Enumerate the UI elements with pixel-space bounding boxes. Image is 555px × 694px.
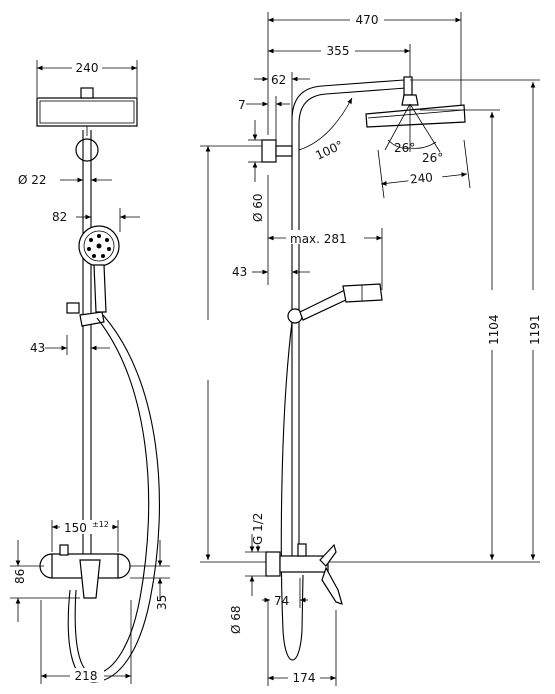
mixer-side	[265, 543, 343, 605]
hand-shower-reach-label: max. 281	[290, 232, 347, 246]
hand-shower-offset-label: 82	[52, 210, 67, 224]
front-holder-offset-label: 43	[30, 341, 45, 355]
bracket-diameter-label: Ø 60	[251, 193, 265, 222]
mixer-projection-label: 174	[293, 671, 316, 685]
hand-shower-front	[78, 225, 120, 313]
overhead-shower	[36, 97, 138, 127]
hand-shower-side	[287, 283, 383, 324]
height-1104-label: 1104	[487, 314, 501, 345]
shower-holder	[66, 302, 80, 314]
overhead-shower-side	[365, 104, 466, 128]
wall-offset-label: 62	[271, 73, 286, 87]
total-projection-label: 470	[356, 13, 379, 27]
tilt-left-label: 26°	[394, 141, 415, 155]
side-holder-offset-label: 43	[232, 265, 247, 279]
mixer-front	[39, 544, 131, 599]
arm-projection-label: 355	[327, 44, 350, 58]
head-depth-label: 240	[409, 170, 433, 186]
mixer-height-label: 86	[13, 569, 27, 584]
inlet-to-bottom-label: 35	[155, 595, 169, 610]
mixer-spacing-tolerance: ±12	[92, 520, 109, 529]
tilt-right-label: 26°	[422, 151, 443, 165]
arm-angle-label: 100°	[313, 138, 345, 163]
head-width-label: 240	[76, 61, 99, 75]
arm-diameter-label: Ø 22	[18, 173, 47, 187]
front-view: 240 Ø 22 82	[10, 60, 170, 684]
height-1191-label: 1191	[528, 314, 542, 345]
mixer-spacing-label: 150	[64, 521, 87, 535]
escutcheon-diameter-label: Ø 68	[229, 605, 243, 634]
bracket-offset-label: 7	[238, 98, 246, 112]
wall-bracket	[261, 139, 277, 163]
side-view: 470 355 62 7 Ø 60 100°	[200, 12, 542, 686]
mixer-depth-label: 74	[274, 594, 289, 608]
wall-bracket-circle	[75, 138, 99, 162]
base-width-label: 218	[75, 669, 98, 683]
connection-label: G 1/2	[251, 513, 265, 545]
